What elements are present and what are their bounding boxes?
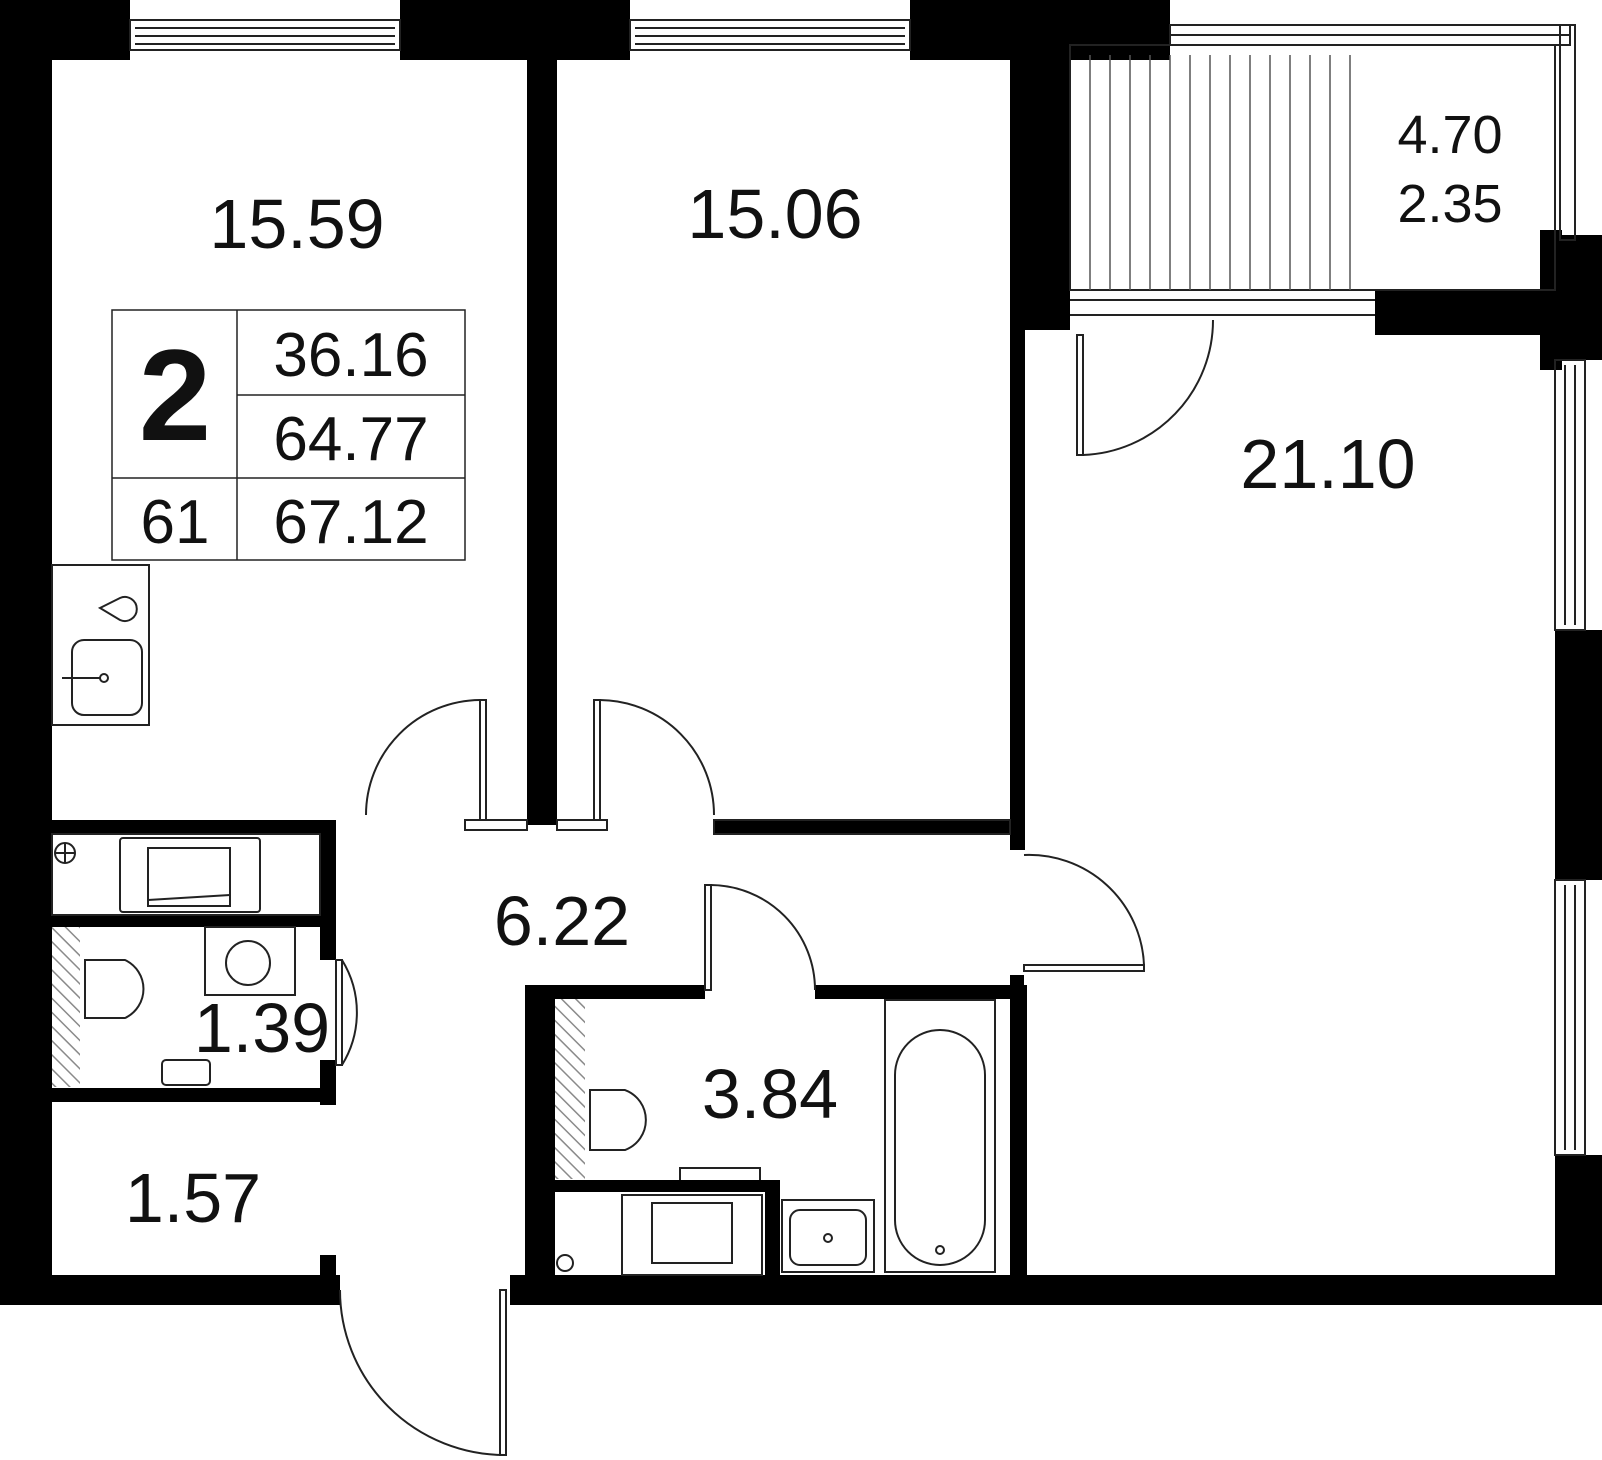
door-living-arc (1023, 853, 1145, 966)
room-area-bedroom-left: 15.59 (209, 185, 384, 263)
room-area-hallway: 6.22 (494, 882, 630, 960)
door-bathroom-arc (710, 884, 816, 991)
boiler-icon (204, 926, 296, 996)
fixtures (51, 564, 996, 1276)
door-living-leaf (1023, 964, 1145, 972)
door-middle-bedroom-arc (599, 699, 715, 816)
door-toilet-leaf (335, 959, 343, 1066)
balcony (1069, 44, 1556, 316)
info-apartment-number: 61 (141, 488, 210, 557)
room-area-entrance: 1.57 (125, 1159, 261, 1237)
toilet-hatch (52, 927, 80, 1087)
balcony-slats (1089, 55, 1351, 290)
walls (0, 0, 1602, 1305)
toilet-bowl-icon (84, 959, 145, 1019)
info-total-area: 64.77 (273, 405, 428, 474)
room-area-bedroom-middle: 15.06 (687, 175, 862, 253)
door-middle-bedroom-leaf (593, 699, 601, 821)
room-area-balcony-reduced: 2.35 (1397, 174, 1502, 234)
door-bathroom-leaf (704, 884, 712, 991)
room-area-toilet: 1.39 (194, 989, 330, 1067)
room-area-bathroom: 3.84 (702, 1055, 838, 1133)
bathroom-toilet-icon (589, 1089, 647, 1151)
door-left-bedroom-leaf (479, 699, 487, 821)
kitchen-sink-drop-icon (97, 596, 138, 622)
kitchen-counter (51, 564, 150, 726)
laundry-niche (51, 833, 321, 916)
door-left-bedroom-arc (365, 699, 481, 816)
room-area-balcony-total: 4.70 (1397, 105, 1502, 165)
info-table (111, 309, 466, 561)
towel-rail-icon (679, 1167, 761, 1180)
door-balcony-arc (1082, 319, 1214, 456)
info-total-with-balcony: 67.12 (273, 488, 428, 557)
room-area-living-room: 21.10 (1240, 425, 1415, 503)
doors (335, 319, 1214, 1456)
door-balcony-leaf (1076, 334, 1084, 456)
info-room-count: 2 (139, 322, 211, 468)
bathtub-icon (884, 999, 996, 1273)
door-entrance-leaf (499, 1289, 507, 1456)
bathroom-sink-icon (781, 1199, 875, 1273)
info-living-area: 36.16 (273, 321, 428, 390)
toilet-sink-icon (161, 1059, 211, 1086)
door-toilet-arc (341, 959, 358, 1066)
washer-icon (119, 837, 261, 913)
bathroom-hatch (555, 999, 585, 1179)
bathroom-washer-icon (621, 1194, 763, 1276)
door-entrance-arc (339, 1289, 506, 1456)
